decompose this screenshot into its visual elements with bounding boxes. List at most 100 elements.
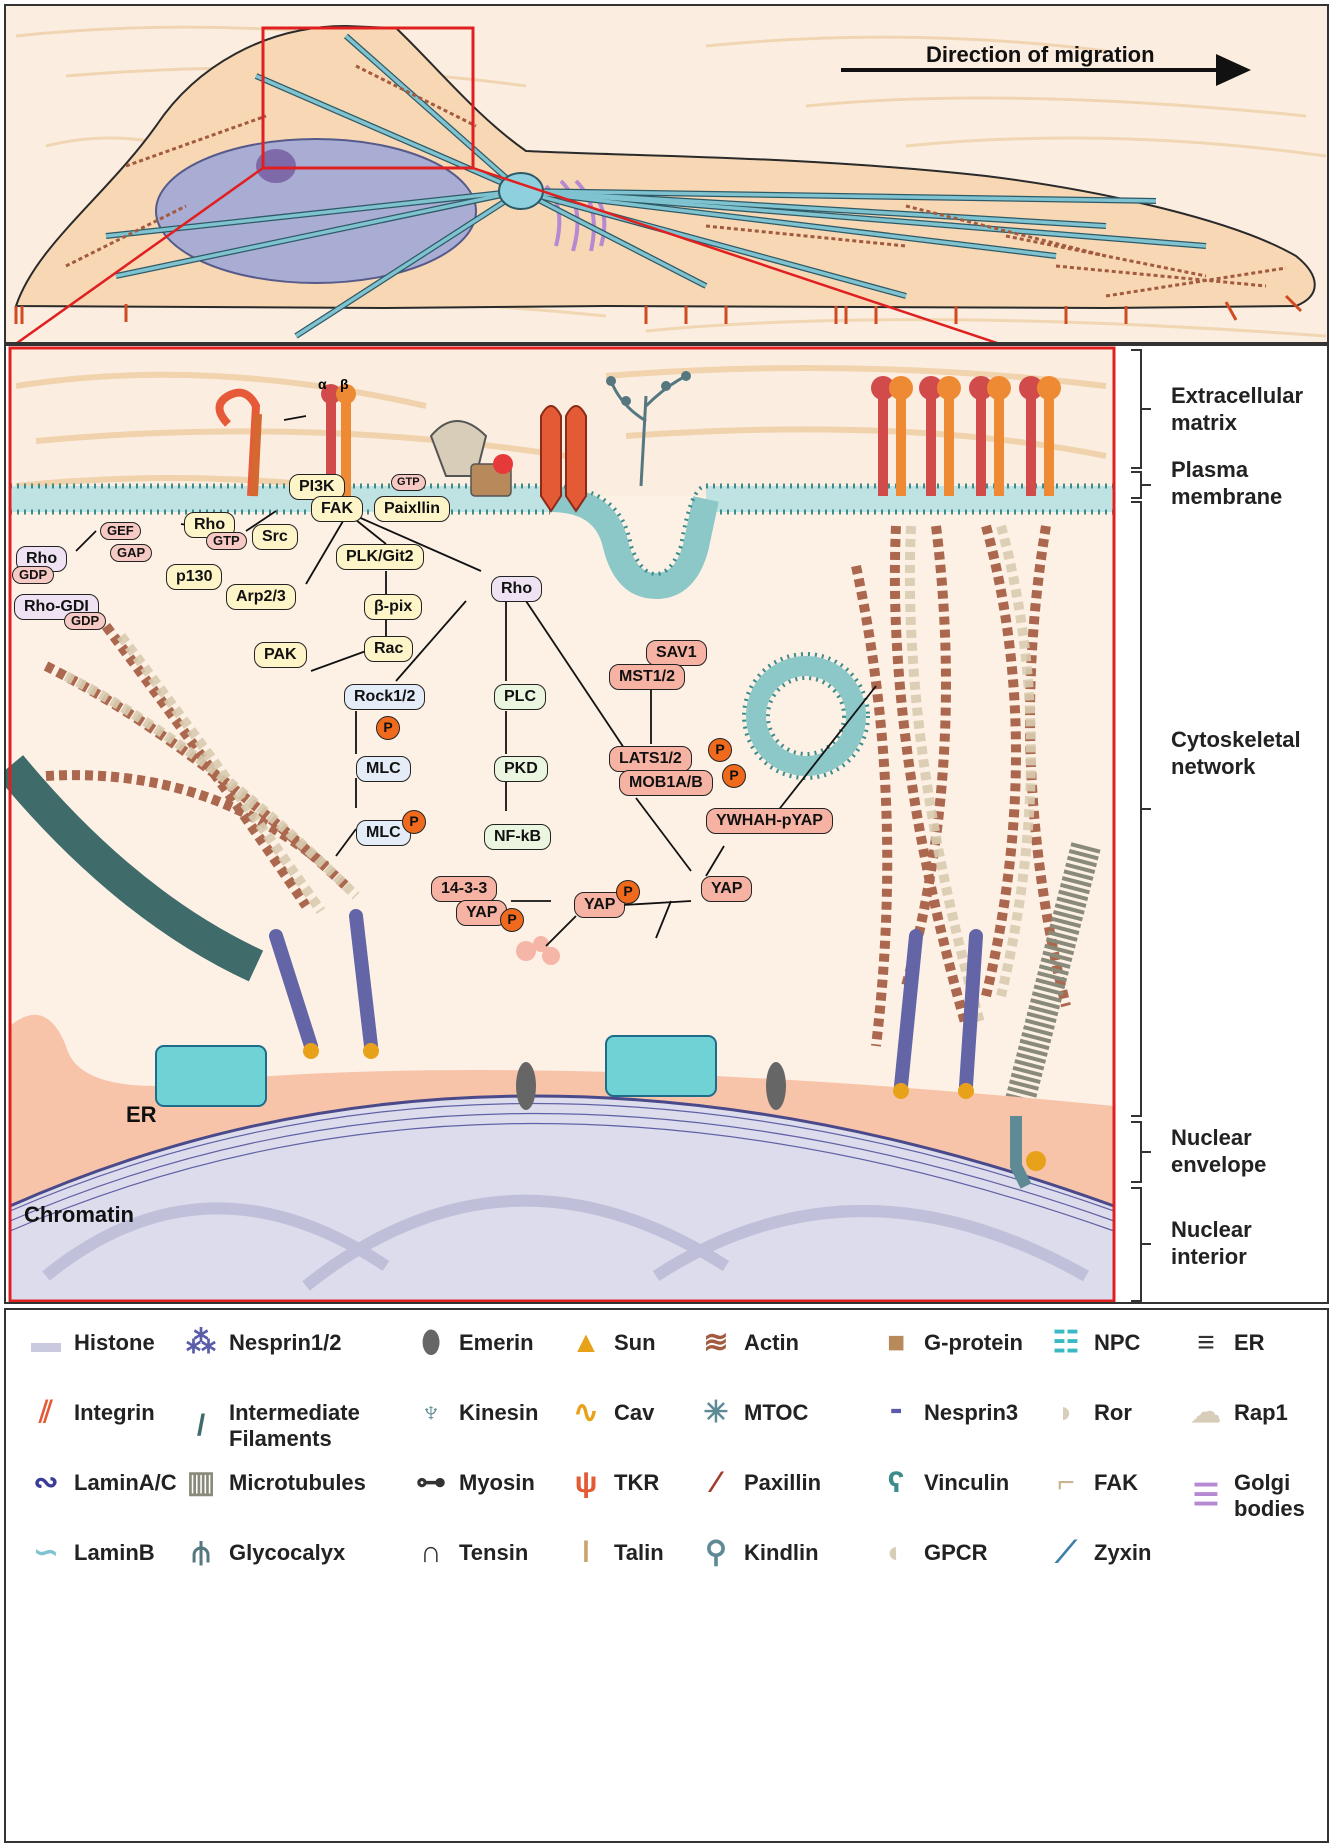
legend-label: G-protein: [924, 1330, 1023, 1355]
sun-icon: ▲: [571, 1326, 601, 1359]
node-mlc1: MLC: [356, 756, 411, 782]
legend-label: Ror: [1094, 1400, 1132, 1425]
legend-item: ⁂ Nesprin1/2: [181, 1326, 342, 1359]
tkr-icon: ψ: [574, 1466, 598, 1499]
node-sav1: SAV1: [646, 640, 707, 666]
legend-grid: ▬ Histone ⁂ Nesprin1/2 ⬮Emerin ▲ Sun ≋ Actin ■ G-p…: [6, 1310, 1327, 1841]
legend-label: Tensin: [459, 1540, 529, 1565]
microtubule: [1001, 842, 1101, 1120]
legend-item: ʕ Vinculin: [876, 1466, 1010, 1499]
node-arp23: Arp2/3: [226, 584, 296, 610]
node-src: Src: [252, 524, 298, 550]
node-mob1ab: MOB1A/B: [619, 770, 713, 796]
legend-item: ◐GPCR: [876, 1538, 988, 1568]
phospho-yap-1433: P: [500, 908, 524, 932]
zoom-illustration: [6, 346, 1151, 1302]
node-gap: GAP: [110, 544, 153, 562]
phospho-mob: P: [722, 764, 746, 788]
legend-label: Histone: [74, 1330, 155, 1355]
node-14-3-3: 14-3-3: [431, 876, 498, 902]
node-gtp: GTP: [206, 532, 247, 550]
legend-item: /Intermediate Filaments: [181, 1400, 360, 1452]
legend-item: ⊶Myosin: [411, 1468, 535, 1498]
nesprin12-icon: ⁂: [186, 1326, 216, 1359]
node-fak: FAK: [311, 496, 363, 522]
side-label-pm: Plasma membrane: [1171, 457, 1283, 509]
legend-item: ∩Tensin: [411, 1538, 529, 1568]
node-yap-p: YAP: [574, 892, 626, 918]
legend-item: ∽LaminB: [26, 1536, 154, 1569]
side-label-ecm: Extracellular matrix: [1171, 383, 1304, 435]
emerin: [516, 1062, 536, 1110]
histone-icon: ▬: [31, 1326, 61, 1359]
legend-item: ⬮Emerin: [411, 1326, 534, 1359]
legend-item: ≡ER: [1186, 1328, 1265, 1358]
legend-label: MTOC: [744, 1400, 809, 1425]
mtoc-icon: ✳: [703, 1396, 729, 1429]
legend-label: Vinculin: [924, 1470, 1010, 1495]
emerin-icon: ⬮: [421, 1326, 441, 1359]
legend-label: ER: [1234, 1330, 1265, 1355]
plasma-membrane: [10, 483, 1114, 600]
rap1-icon: ☁: [1191, 1396, 1221, 1429]
legend-item: ∿Cav: [566, 1396, 654, 1429]
legend-item: ⁄Paxillin: [696, 1468, 821, 1498]
node-plc: PLC: [494, 684, 546, 710]
fak-icon: ⌐: [1057, 1466, 1075, 1499]
legend-label: Sun: [614, 1330, 656, 1355]
legend-label: Myosin: [459, 1470, 535, 1495]
talin-icon: ǀ: [581, 1536, 591, 1569]
microtubules-icon: ▥: [186, 1466, 216, 1499]
legend-label: Nesprin3: [924, 1400, 1019, 1425]
legend-item: ▬ Histone: [26, 1326, 155, 1359]
nesprins: [269, 909, 983, 1093]
legend-item: ⌐FAK: [1046, 1466, 1138, 1499]
top-panel: Direction of migration: [4, 4, 1329, 344]
node-gtp-small: GTP: [391, 474, 426, 491]
glycocalyx-icon: ⫛: [192, 1536, 210, 1569]
legend-label: LaminA/C: [74, 1470, 177, 1495]
legend-item: ☷ NPC: [1046, 1326, 1141, 1359]
legend-label: NPC: [1094, 1330, 1141, 1355]
integrin-beta-label: β: [340, 376, 349, 392]
degraded-yap: [516, 936, 560, 965]
node-gef: GEF: [100, 522, 141, 540]
g-protein-icon: ■: [886, 1326, 906, 1359]
chromatin-label: Chromatin: [24, 1202, 134, 1227]
vinculin-icon: ʕ: [887, 1466, 905, 1499]
phospho-yap: P: [616, 880, 640, 904]
side-label-ni: Nuclear interior: [1171, 1217, 1252, 1269]
node-yap-1433: YAP: [456, 900, 508, 926]
node-plk-git2: PLK/Git2: [336, 544, 424, 570]
legend-label: Kinesin: [459, 1400, 539, 1425]
node-gdp2: GDP: [64, 612, 107, 630]
legend-item: ψ TKR: [566, 1466, 660, 1499]
node-lats12: LATS1/2: [609, 746, 692, 772]
zoom-panel: α β PI3K FAK GTP Paixllin Rho GTP GEF GA…: [4, 344, 1329, 1304]
migrating-cell-illustration: [6, 6, 1327, 342]
legend-label: TKR: [614, 1470, 660, 1495]
legend-item: ▥Microtubules: [181, 1466, 366, 1499]
side-label-cyto: Cytoskeletal network: [1171, 727, 1301, 779]
node-rho-gtp: Rho: [184, 512, 236, 538]
gpcr: [429, 420, 488, 477]
caveolar-vesicle: [746, 656, 866, 776]
actin-icon: ≋: [703, 1326, 729, 1359]
npc-icon: ☷: [1052, 1326, 1080, 1359]
legend-item: ≋ Actin: [696, 1326, 799, 1359]
lamin-ac-icon: ∾: [33, 1466, 59, 1499]
node-rho-center: Rho: [491, 576, 543, 602]
legend-label: Talin: [614, 1540, 664, 1565]
legend-item: ♆Kinesin: [411, 1398, 539, 1428]
lamin-b-icon: ∽: [33, 1536, 59, 1569]
npc-left: [155, 1045, 267, 1107]
nucleolus: [256, 149, 296, 183]
legend-item: ⫛Glycocalyx: [181, 1536, 345, 1569]
legend-label: Nesprin1/2: [229, 1330, 342, 1355]
cav-icon: ∿: [573, 1396, 599, 1429]
legend-label: Actin: [744, 1330, 799, 1355]
legend-label: Rap1: [1234, 1400, 1288, 1425]
legend-item: ⁃Nesprin3: [876, 1398, 1019, 1428]
node-mlc2: MLC: [356, 820, 411, 846]
integrin-alpha-label: α: [318, 376, 327, 392]
